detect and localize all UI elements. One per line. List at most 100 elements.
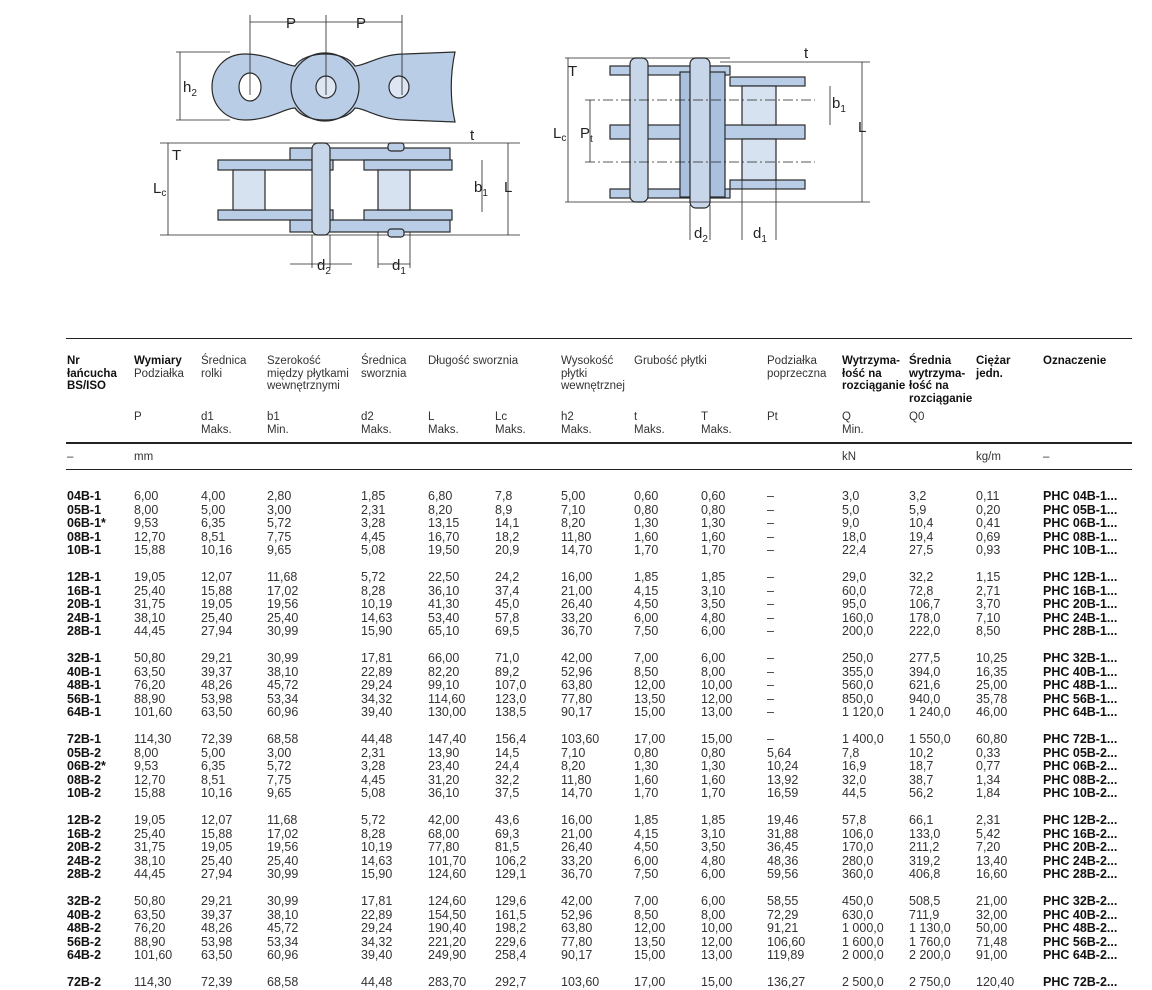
table-cell: 14,5 bbox=[495, 745, 520, 760]
table-cell: 17,81 bbox=[361, 894, 393, 908]
table-cell: 8,50 bbox=[634, 664, 659, 679]
table-cell: 101,60 bbox=[134, 705, 173, 720]
column-header-qualifier: Maks. bbox=[561, 424, 592, 436]
table-cell: 56,2 bbox=[909, 786, 934, 801]
table-cell: 88,90 bbox=[134, 691, 166, 706]
table-cell: 65,10 bbox=[428, 624, 460, 639]
table-cell: 25,40 bbox=[201, 853, 233, 868]
table-cell: 170,0 bbox=[842, 840, 874, 855]
table-cell: 44,45 bbox=[134, 624, 166, 639]
column-header-qualifier: Maks. bbox=[495, 424, 526, 436]
table-cell: 13,00 bbox=[701, 705, 733, 720]
table-cell: 621,6 bbox=[909, 678, 941, 693]
table-cell: 16,59 bbox=[767, 786, 799, 801]
table-cell: 33,20 bbox=[561, 610, 593, 625]
table-cell: 17,02 bbox=[267, 583, 299, 598]
column-header-symbol: t bbox=[634, 411, 638, 423]
table-cell: 0,60 bbox=[701, 489, 726, 503]
table-cell: 11,80 bbox=[561, 529, 592, 544]
table-cell: 77,80 bbox=[428, 840, 460, 855]
designation: PHC 24B-2... bbox=[1043, 853, 1118, 868]
table-cell: 15,90 bbox=[361, 867, 393, 882]
table-cell: 63,80 bbox=[561, 678, 593, 693]
table-cell: 30,99 bbox=[267, 894, 299, 908]
table-cell: 50,00 bbox=[976, 921, 1008, 936]
table-cell: 200,0 bbox=[842, 624, 874, 639]
table-cell: 8,50 bbox=[634, 907, 659, 922]
table-cell: 22,89 bbox=[361, 664, 393, 679]
table-cell: 36,70 bbox=[561, 624, 593, 639]
table-cell: 39,37 bbox=[201, 907, 233, 922]
chain-number: 28B-1 bbox=[67, 624, 102, 639]
table-cell: 0,11 bbox=[976, 489, 1000, 503]
table-cell: 2 200,0 bbox=[909, 948, 951, 963]
table-cell: 8,20 bbox=[428, 502, 453, 517]
table-cell: 19,46 bbox=[767, 813, 799, 827]
table-cell: 4,45 bbox=[361, 772, 386, 787]
table-cell: 161,5 bbox=[495, 907, 527, 922]
table-cell: 13,92 bbox=[767, 772, 799, 787]
table-cell: 3,70 bbox=[976, 597, 1001, 612]
table-cell: 15,88 bbox=[201, 583, 233, 598]
column-header-title: Długość sworznia bbox=[428, 355, 519, 367]
table-cell: 38,10 bbox=[267, 664, 299, 679]
label-b1-duplex: b1 bbox=[832, 95, 846, 115]
table-cell: 17,00 bbox=[634, 732, 666, 746]
table-cell: 17,00 bbox=[634, 975, 666, 989]
table-cell: 7,10 bbox=[976, 610, 1001, 625]
table-cell: 0,80 bbox=[634, 745, 659, 760]
chain-number: 08B-1 bbox=[67, 529, 102, 544]
table-cell: 72,39 bbox=[201, 732, 233, 746]
table-cell: 450,0 bbox=[842, 894, 874, 908]
chain-number: 16B-2 bbox=[67, 826, 102, 841]
column-header-qualifier: Maks. bbox=[428, 424, 459, 436]
table-cell: 12,70 bbox=[134, 529, 166, 544]
table-cell: 6,00 bbox=[634, 853, 659, 868]
table-cell: 16,70 bbox=[428, 529, 460, 544]
column-header-symbol: P bbox=[134, 411, 142, 423]
table-cell: 22,89 bbox=[361, 907, 393, 922]
column-header-qualifier: Maks. bbox=[201, 424, 232, 436]
table-cell: 1 120,0 bbox=[842, 705, 884, 720]
table-cell: 5,42 bbox=[976, 826, 1001, 841]
designation: PHC 24B-1... bbox=[1043, 610, 1118, 625]
table-cell: 77,80 bbox=[561, 691, 593, 706]
table-cell: 22,50 bbox=[428, 570, 460, 584]
table-cell: 29,24 bbox=[361, 921, 393, 936]
table-cell: 16,35 bbox=[976, 664, 1008, 679]
table-cell: 360,0 bbox=[842, 867, 874, 882]
table-cell: 25,40 bbox=[134, 826, 166, 841]
table-cell: 43,6 bbox=[495, 813, 520, 827]
column-header-title: Grubość płytki bbox=[634, 355, 707, 367]
table-cell: 11,80 bbox=[561, 772, 592, 787]
table-cell: 1 130,0 bbox=[909, 921, 951, 936]
table-cell: 5,00 bbox=[201, 745, 226, 760]
label-d1-duplex: d1 bbox=[753, 225, 767, 245]
designation: PHC 48B-1... bbox=[1043, 678, 1118, 693]
table-cell: 107,0 bbox=[495, 678, 527, 693]
chain-number: 56B-1 bbox=[67, 691, 102, 706]
table-cell: 42,00 bbox=[428, 813, 460, 827]
table-cell: 120,40 bbox=[976, 975, 1015, 989]
table-cell: 36,10 bbox=[428, 583, 460, 598]
table-cell: 6,35 bbox=[201, 759, 226, 774]
label-t-duplex: t bbox=[804, 45, 809, 62]
table-cell: 0,80 bbox=[701, 745, 726, 760]
table-cell: 1 000,0 bbox=[842, 921, 884, 936]
table-cell: – bbox=[767, 597, 774, 612]
label-Lc-side: Lc bbox=[153, 180, 166, 199]
label-T-side: T bbox=[172, 147, 181, 164]
table-cell: 60,80 bbox=[976, 732, 1008, 746]
table-cell: 14,63 bbox=[361, 610, 393, 625]
table-cell: – bbox=[767, 691, 774, 706]
table-cell: 32,2 bbox=[495, 772, 520, 787]
table-cell: – bbox=[767, 732, 774, 746]
table-cell: 1,30 bbox=[701, 516, 726, 531]
table-cell: 76,20 bbox=[134, 678, 166, 693]
table-cell: 394,0 bbox=[909, 664, 941, 679]
column-header-symbol: Lc bbox=[495, 411, 508, 423]
table-cell: 31,20 bbox=[428, 772, 460, 787]
table-cell: 5,08 bbox=[361, 786, 386, 801]
table-cell: 19,05 bbox=[201, 840, 233, 855]
chain-number: 06B-2* bbox=[67, 759, 106, 774]
